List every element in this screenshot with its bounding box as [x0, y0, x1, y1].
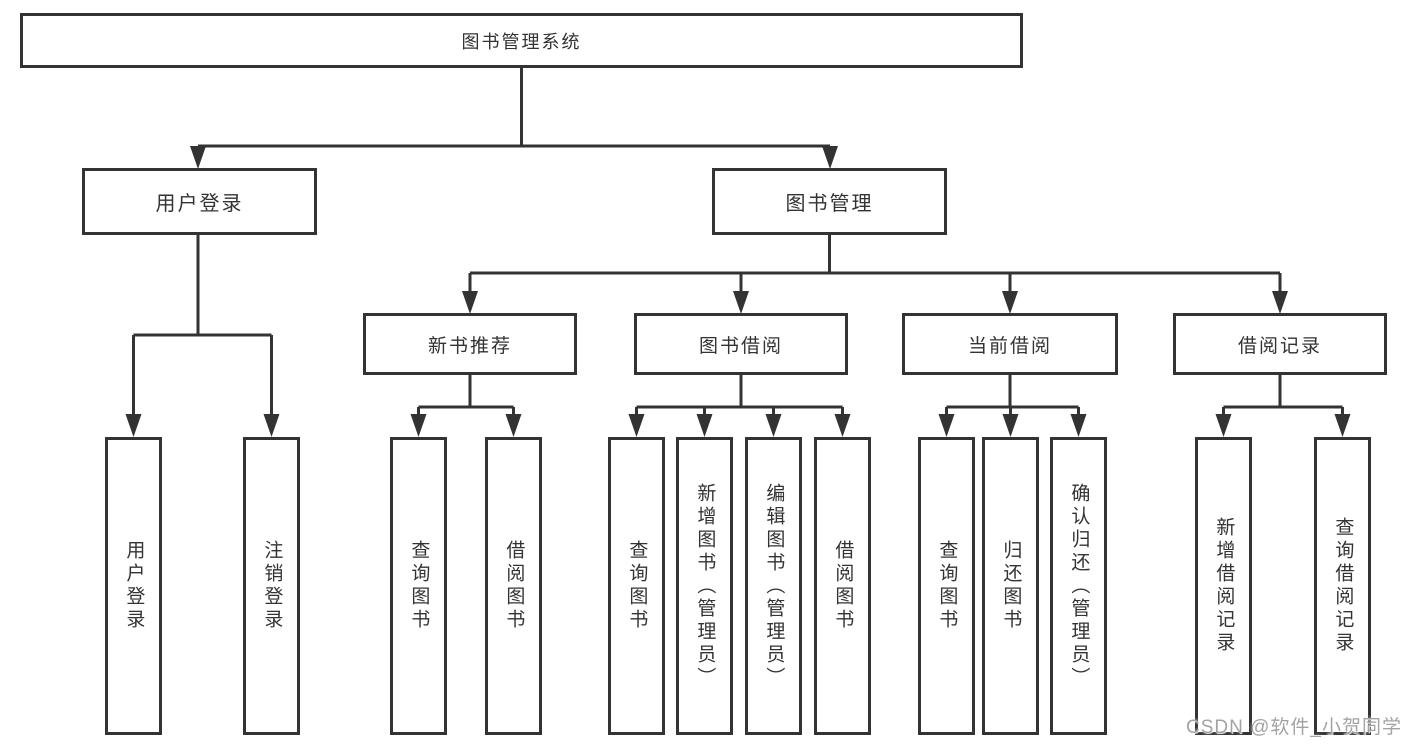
leaf-edit-books-admin: 编辑图书（管理员）	[745, 437, 802, 735]
leaf-current-query-books: 查询图书	[918, 437, 975, 735]
leaf-confirm-return-admin: 确认归还（管理员）	[1050, 437, 1107, 735]
node-user-login: 用户登录	[82, 168, 317, 235]
node-borrow-records: 借阅记录	[1173, 313, 1387, 375]
leaf-return-books: 归还图书	[982, 437, 1039, 735]
node-new-book-recommend: 新书推荐	[363, 313, 577, 375]
leaf-add-borrow-record: 新增借阅记录	[1195, 437, 1252, 735]
leaf-user-login: 用户登录	[105, 437, 162, 735]
leaf-newbook-query-books: 查询图书	[390, 437, 447, 735]
leaf-logout: 注销登录	[243, 437, 300, 735]
leaf-add-books-admin: 新增图书（管理员）	[676, 437, 733, 735]
csdn-watermark: CSDN @软件_小贺同学	[1186, 717, 1402, 738]
leaf-newbook-borrow-books: 借阅图书	[485, 437, 542, 735]
leaf-query-borrow-record: 查询借阅记录	[1314, 437, 1371, 735]
node-current-borrow: 当前借阅	[902, 313, 1118, 375]
node-root-library-management-system: 图书管理系统	[20, 13, 1023, 68]
node-book-borrow: 图书借阅	[634, 313, 848, 375]
leaf-borrow-books: 借阅图书	[814, 437, 871, 735]
leaf-borrow-query-books: 查询图书	[608, 437, 665, 735]
node-book-management: 图书管理	[712, 168, 947, 235]
